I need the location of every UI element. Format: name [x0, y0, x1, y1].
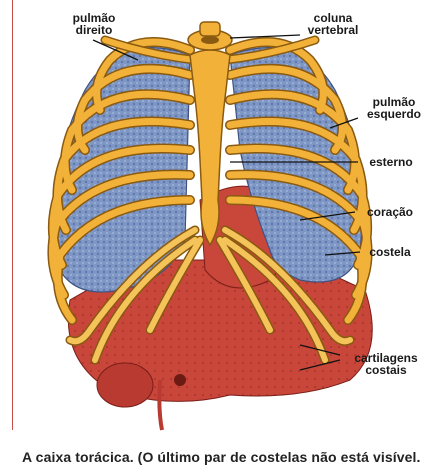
label-right-lung: pulmão direito — [58, 12, 130, 36]
label-left-lung: pulmão esquerdo — [358, 96, 430, 120]
label-rib: costela — [358, 246, 422, 258]
label-costal-cartilages: cartilagens costais — [340, 352, 432, 376]
label-sternum: esterno — [360, 156, 422, 168]
label-heart: coração — [358, 206, 422, 218]
vertebra-shape — [188, 22, 232, 50]
label-vertebral-column: coluna vertebral — [292, 12, 374, 36]
figure-caption: A caixa torácica. (O último par de coste… — [22, 449, 421, 465]
